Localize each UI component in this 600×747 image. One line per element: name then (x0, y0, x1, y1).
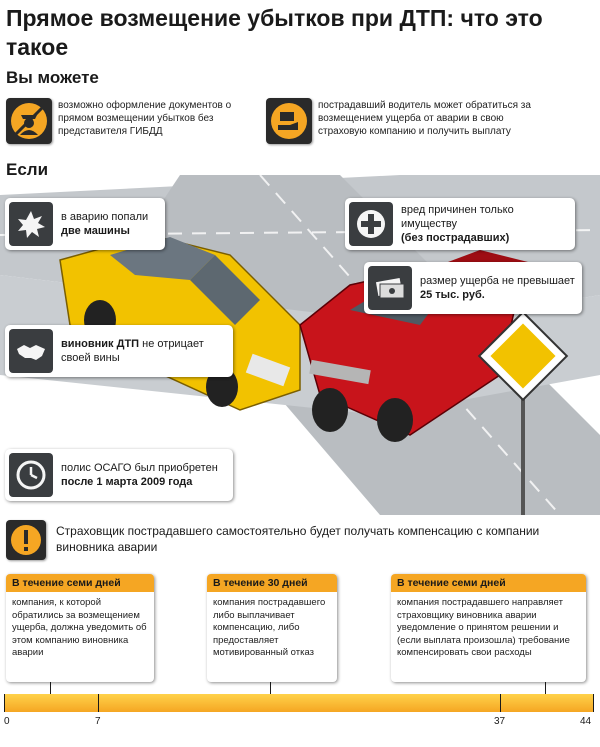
culprit-bold: виновник ДТП (61, 338, 140, 350)
timeline-tick-0 (4, 694, 5, 712)
damage-bold: 25 тыс. руб. (420, 289, 485, 301)
money-hand-icon (266, 98, 312, 144)
step-card-1: В течение семи дней компания, к которой … (6, 574, 154, 682)
condition-culprit: виновник ДТП не отрицает своей вины (5, 325, 233, 377)
timeline-label-44: 44 (580, 716, 592, 727)
if-heading: Если (6, 160, 49, 179)
you-can-item-2-text: пострадавший водитель может обратиться з… (318, 100, 531, 137)
property-bold: (без пострадавших) (401, 232, 510, 244)
step-2-text: компания пострадавшего либо выплачивает … (213, 597, 326, 658)
crash-icon (9, 202, 53, 246)
banknotes-icon (368, 266, 412, 310)
policy-text: полис ОСАГО был приобретен (61, 462, 218, 474)
two-cars-bold: две машины (61, 225, 130, 237)
priority-road-sign (477, 310, 569, 515)
page-title: Прямое возмещение убытков при ДТП: что э… (6, 5, 543, 60)
condition-property-only: вред причинен только имуществу (без постр… (345, 198, 575, 250)
taxi-car (59, 234, 301, 411)
step-1-text: компания, к которой обратились за возмещ… (12, 597, 147, 658)
timeline-label-0: 0 (4, 716, 10, 727)
policy-bold: после 1 марта 2009 года (61, 476, 193, 488)
step-1-header: В течение семи дней (6, 574, 154, 592)
insurer-note-text: Страховщик пострадавшего самостоятельно … (56, 524, 540, 554)
condition-two-cars: в аварию попали две машины (5, 198, 165, 250)
culprit-text: не отрицает своей вины (61, 338, 204, 364)
damage-text: размер ущерба не превышает (420, 275, 575, 287)
police-officer-icon (6, 98, 52, 144)
two-cars-text: в аварию попали (61, 211, 149, 223)
condition-policy-date: полис ОСАГО был приобретен после 1 марта … (5, 449, 233, 501)
you-can-heading: Вы можете (6, 68, 99, 87)
step-3-header: В течение семи дней (391, 574, 586, 592)
timeline-label-7: 7 (95, 716, 101, 727)
step-card-2: В течение 30 дней компания пострадавшего… (207, 574, 337, 682)
timeline-tick-7 (98, 694, 99, 712)
step-card-3: В течение семи дней компания пострадавше… (391, 574, 586, 682)
property-text: вред причинен только имуществу (401, 204, 514, 230)
clock-icon (9, 453, 53, 497)
timeline-label-37: 37 (494, 716, 506, 727)
timeline-tick-44 (593, 694, 594, 712)
step-3-text: компания пострадавшего направляет страхо… (397, 597, 570, 658)
step-2-header: В течение 30 дней (207, 574, 337, 592)
insurer-note: Страховщик пострадавшего самостоятельно … (6, 520, 596, 564)
timeline-bar (4, 694, 594, 712)
timeline-tick-37 (500, 694, 501, 712)
condition-damage-limit: размер ущерба не превышает 25 тыс. руб. (364, 262, 582, 314)
handshake-icon (9, 329, 53, 373)
warning-icon (6, 520, 46, 560)
you-can-item-1-text: возможно оформление документов о прямом … (58, 100, 232, 137)
medical-cross-icon (349, 202, 393, 246)
